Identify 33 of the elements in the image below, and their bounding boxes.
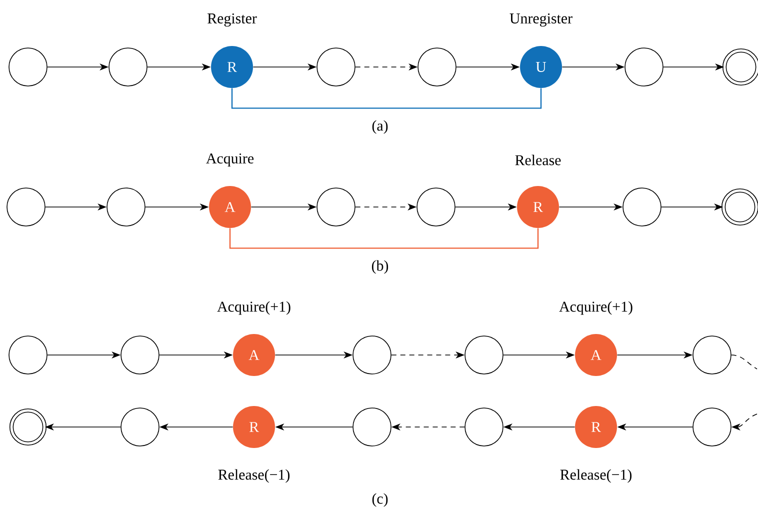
final-state-circle <box>721 188 758 226</box>
state-circle <box>416 188 456 226</box>
state-circle <box>108 48 148 86</box>
state-circle <box>624 48 664 86</box>
state-label: Acquire(+1) <box>217 301 290 315</box>
state-label: Release(−1) <box>560 469 632 483</box>
caption: (a) <box>372 120 388 134</box>
state-label: Release <box>515 154 561 166</box>
state-circle <box>6 188 46 226</box>
state-circle <box>352 408 392 446</box>
state-label: Release(−1) <box>218 469 290 483</box>
state-circle <box>316 48 356 86</box>
state-circle <box>120 336 160 374</box>
state-circle <box>418 48 456 86</box>
state-circle <box>316 188 356 226</box>
state-circle <box>106 188 146 226</box>
state-circle <box>120 408 160 446</box>
caption: (c) <box>372 493 388 507</box>
final-state-circle <box>9 408 47 446</box>
final-state-circle <box>722 48 758 86</box>
caption: (b) <box>372 260 388 274</box>
state-circle <box>352 336 392 374</box>
state-circle <box>692 336 732 374</box>
state-label: Acquire <box>206 153 254 167</box>
state-label: Acquire(+1) <box>559 301 632 315</box>
state-circle <box>622 188 662 226</box>
state-label: Unregister <box>510 13 572 27</box>
state-circle <box>8 336 48 374</box>
state-label: Register <box>208 13 257 27</box>
state-circle <box>464 336 504 374</box>
state-circle <box>464 408 504 446</box>
state-circle <box>8 48 48 86</box>
state-circle <box>692 408 732 446</box>
